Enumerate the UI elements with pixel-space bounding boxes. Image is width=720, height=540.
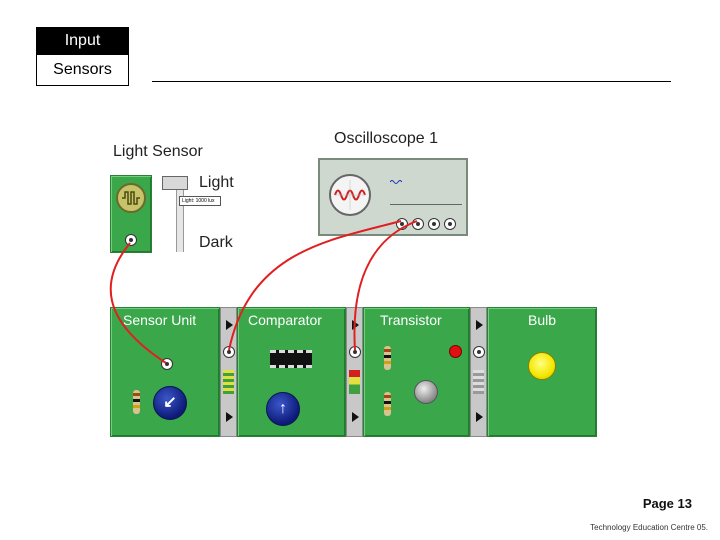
arrow-right-icon (352, 412, 359, 422)
oscilloscope-divider (390, 204, 462, 205)
level-indicator-icon (223, 370, 234, 394)
led-icon (449, 345, 462, 358)
oscilloscope-title: Oscilloscope 1 (334, 130, 439, 147)
transistor-panel[interactable]: Transistor (363, 307, 470, 437)
section-subtitle: Sensors (36, 54, 129, 86)
resistor-icon (384, 392, 391, 416)
sensor-unit-label: Sensor Unit (123, 312, 197, 328)
transistor-icon (414, 380, 438, 404)
slider-label-light: Light (199, 174, 234, 191)
resistor-icon (133, 390, 140, 414)
slider-readout: Light: 1000 lux (179, 196, 221, 206)
footer-credit: Technology Education Centre 05. (590, 523, 708, 532)
terminal-icon[interactable] (444, 218, 456, 230)
connector-1[interactable] (220, 307, 237, 437)
sensor-unit-panel[interactable]: Sensor Unit ↙ (110, 307, 220, 437)
bulb-icon (528, 352, 556, 380)
comparator-label: Comparator (248, 312, 322, 328)
sensor-wave-icon (116, 183, 146, 213)
light-slider-track[interactable] (176, 190, 184, 252)
connector-3[interactable] (470, 307, 487, 437)
light-slider-handle[interactable] (162, 176, 188, 190)
level-indicator-icon (473, 370, 484, 394)
oscilloscope-panel[interactable] (318, 158, 468, 236)
arrow-right-icon (226, 320, 233, 330)
terminal-icon[interactable] (473, 346, 485, 358)
level-indicator-icon (349, 370, 360, 394)
bulb-label: Bulb (528, 312, 557, 328)
knob-icon[interactable]: ↑ (266, 392, 300, 426)
terminal-icon[interactable] (125, 234, 137, 246)
oscilloscope-screen-icon (329, 174, 371, 216)
light-sensor-title: Light Sensor (113, 143, 203, 160)
section-title: Input (36, 27, 129, 54)
wire-sensor-to-unit (109, 242, 167, 364)
knob-icon[interactable]: ↙ (153, 386, 187, 420)
resistor-icon (384, 346, 391, 370)
terminal-icon[interactable] (428, 218, 440, 230)
arrow-right-icon (476, 320, 483, 330)
wire-scope-to-transistor (353, 220, 418, 351)
arrow-right-icon (476, 412, 483, 422)
slider-label-dark: Dark (199, 234, 233, 251)
header-divider (152, 81, 671, 82)
comparator-panel[interactable]: Comparator ↑ (237, 307, 346, 437)
arrow-right-icon (226, 412, 233, 422)
chip-icon (270, 350, 312, 368)
page-number: Page 13 (642, 496, 692, 511)
light-sensor-panel[interactable] (110, 175, 152, 253)
trace-indicator-icon (389, 172, 403, 184)
bulb-panel[interactable]: Bulb (487, 307, 597, 437)
transistor-label: Transistor (380, 312, 442, 328)
wire-scope-to-comparator (228, 220, 402, 351)
